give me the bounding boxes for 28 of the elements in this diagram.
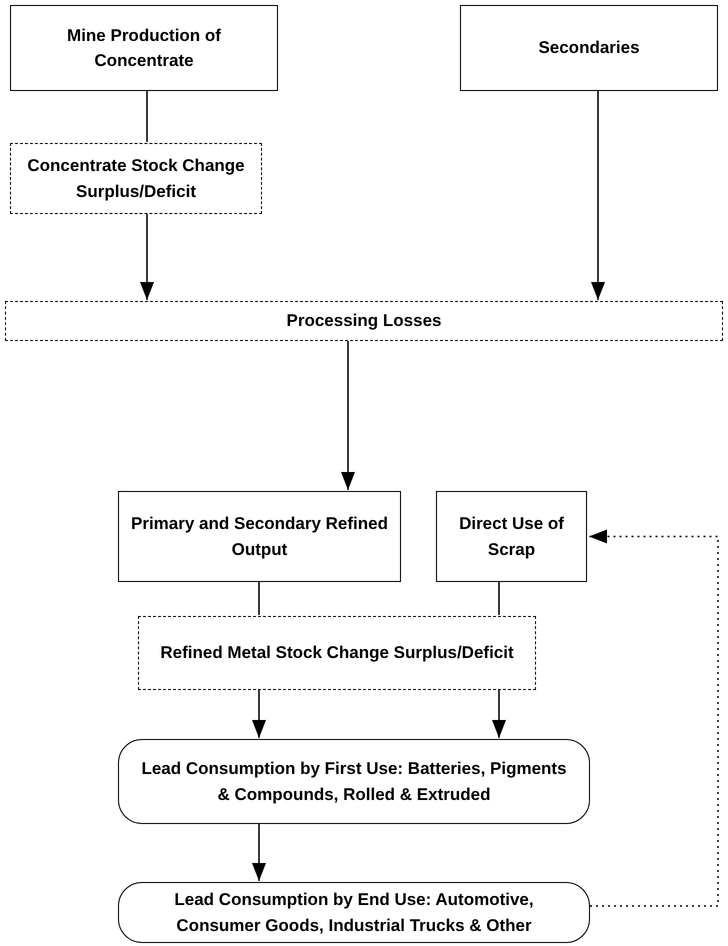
arrow xyxy=(140,214,154,300)
node-label: Lead Consumption by First Use: Batteries, Pigments & Compounds, Rolled & Extruded xyxy=(140,758,568,806)
arrow xyxy=(492,690,506,738)
consumption-box xyxy=(118,739,590,824)
node-label: Direct Use of Scrap xyxy=(458,513,565,560)
process-box xyxy=(436,491,587,582)
process-box xyxy=(10,5,278,91)
node-label: Refined Metal Stock Change Surplus/Deficit xyxy=(160,642,514,664)
node-label: Mine Production of Concentrate xyxy=(66,24,222,72)
stock-change-box xyxy=(138,616,536,690)
arrow xyxy=(252,690,266,738)
node-label: Lead Consumption by End Use: Automotive, Consumer Goods, Industrial Trucks & Other xyxy=(173,889,535,936)
process-box xyxy=(118,491,401,582)
stock-change-box xyxy=(10,143,262,214)
process-box xyxy=(460,5,718,91)
node-label: Primary and Secondary Refined Output xyxy=(130,513,389,560)
connector-line xyxy=(258,582,260,615)
arrow xyxy=(591,91,605,300)
node-label: Concentrate Stock Change Surplus/Deficit xyxy=(26,155,246,202)
arrow xyxy=(252,824,266,881)
losses-band xyxy=(5,301,723,341)
node-label: Processing Losses xyxy=(286,310,442,332)
arrow xyxy=(341,341,355,490)
consumption-box xyxy=(118,882,590,943)
connector-line xyxy=(498,582,500,615)
node-label: Secondaries xyxy=(538,37,640,60)
arrow xyxy=(589,530,719,907)
connector-line xyxy=(146,91,148,142)
